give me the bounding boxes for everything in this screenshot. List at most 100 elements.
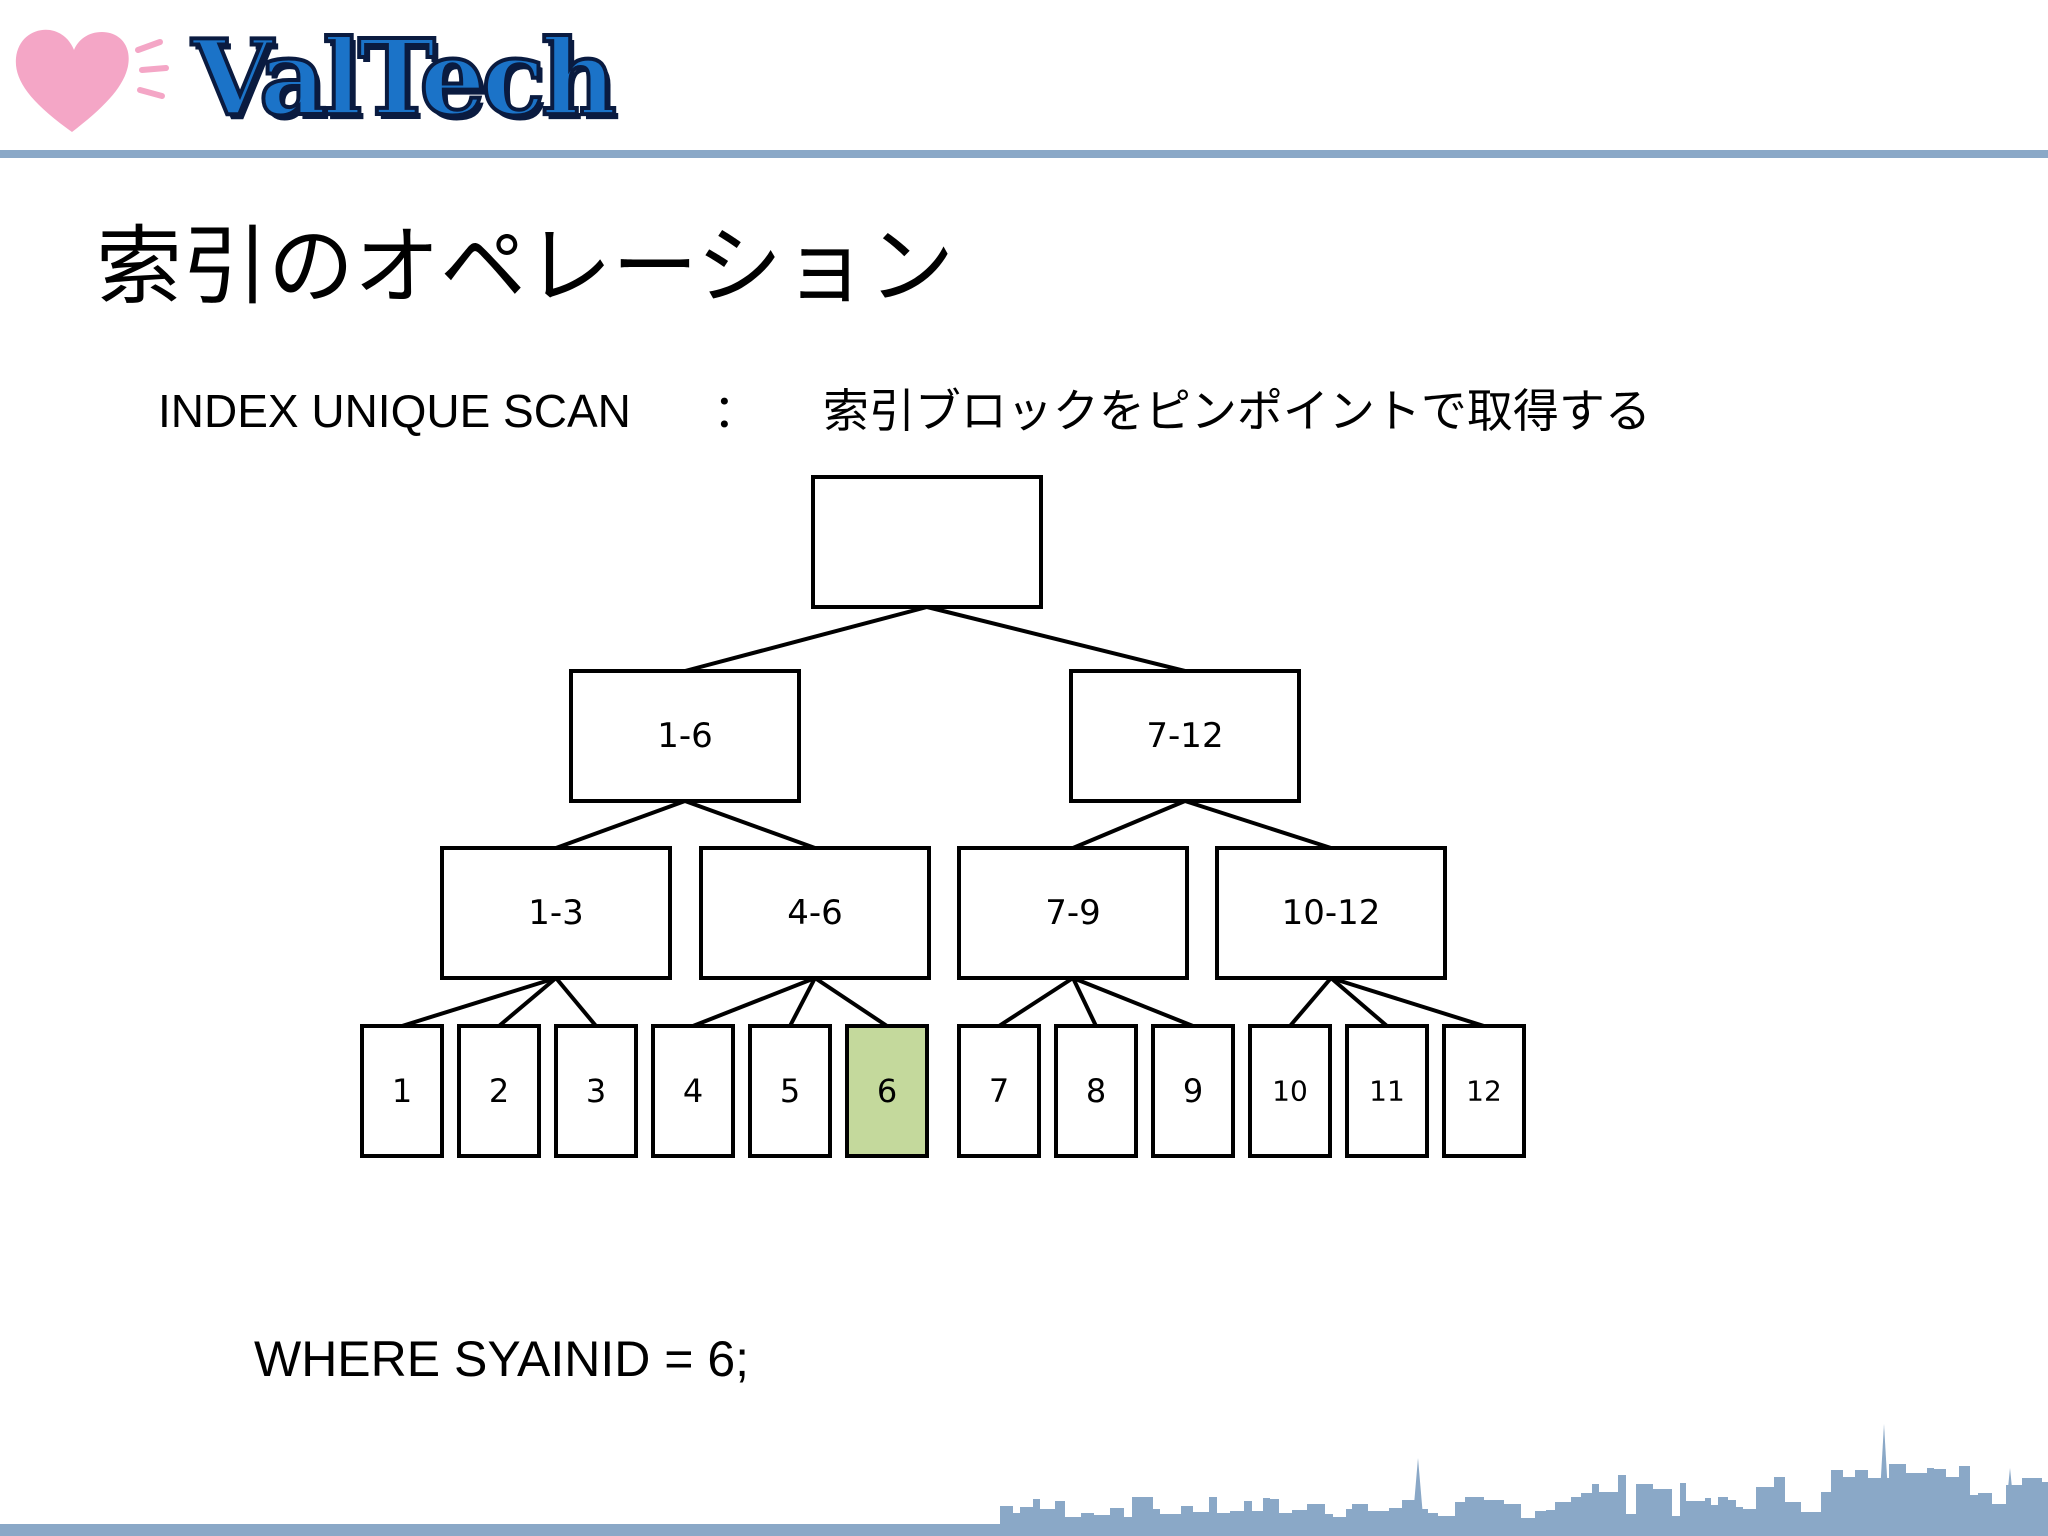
tree-leaf-node-label: 11 [1369,1075,1405,1108]
tree-inner-node: 7-9 [957,846,1189,980]
skyline-building [1970,1495,1978,1528]
skyline-building [1736,1507,1743,1528]
tree-leaf-node-box [1151,1024,1235,1158]
tree-edge [1330,976,1485,1028]
skyline-building [1504,1504,1521,1528]
skyline-building [1352,1504,1368,1528]
skyline-building [1132,1497,1153,1528]
skyline-building [1555,1502,1571,1528]
skyline-building [1728,1500,1736,1528]
tree-edge [1184,799,1332,850]
skyline-building [1325,1514,1333,1528]
tree-edges [401,605,1485,1028]
tree-leaf-node-label: 5 [780,1072,800,1110]
skyline-building [1821,1492,1831,1528]
skyline-building [1743,1509,1756,1528]
skyline-building [1244,1501,1252,1528]
skyline-building [1000,1506,1013,1528]
city-skyline-decoration [1000,1424,2048,1528]
tree-edge [1329,976,1389,1028]
skyline-building [1181,1506,1193,1528]
skyline-building [1252,1511,1263,1528]
tree-leaf-node: 1 [360,1024,444,1158]
tree-leaf-node-highlighted-box [845,1024,929,1158]
skyline-building [1686,1501,1705,1528]
heart-logo-icon [15,29,169,132]
tree-edge [813,976,889,1028]
tree-leaf-node-box [1442,1024,1526,1158]
tree-leaf-node: 5 [748,1024,832,1158]
sql-where-clause: WHERE SYAINID = 6; [254,1331,750,1387]
skyline-building [1843,1477,1855,1528]
tree-root-node-box [811,475,1043,609]
tree-leaf-node: 9 [1151,1024,1235,1158]
skyline-building [1906,1473,1927,1528]
tree-inner-node-box [1215,846,1447,980]
tree-leaf-node-label: 4 [683,1072,703,1110]
skyline-building [1546,1510,1555,1528]
skyline-building [1934,1469,1946,1528]
tree-edge [997,976,1075,1028]
tree-leaf-node-box [457,1024,541,1158]
tree-edge [684,605,928,673]
skyline-building [1535,1511,1546,1528]
skyline-building [1992,1504,2006,1528]
tree-edge [692,976,816,1028]
tree-leaf-node-box [957,1024,1041,1158]
slide-title: 索引のオペレーション [96,217,955,317]
tree-edge [555,799,686,850]
skyline-building [1889,1464,1906,1528]
tree-leaf-node: 10 [1248,1024,1332,1158]
tree-edge [1072,799,1186,850]
skyline-building [1055,1501,1065,1528]
tree-edge [926,605,1186,673]
skyline-building [1831,1470,1843,1528]
tree-leaf-node-label: 10 [1272,1075,1308,1108]
tree-branch-node: 7-12 [1069,669,1301,803]
tree-leaf-node-label: 12 [1466,1075,1502,1108]
tree-root-node [811,475,1043,609]
skyline-tower [2004,1468,2016,1528]
tree-edge [497,976,558,1028]
tree-inner-node: 10-12 [1215,846,1447,980]
skyline-building [1124,1517,1132,1528]
skyline-building [1521,1518,1535,1528]
tree-edge [1071,977,1098,1027]
tree-leaf-node-highlighted-label: 6 [877,1072,897,1110]
skyline-building [1599,1492,1618,1528]
skyline-building [1263,1498,1270,1528]
skyline-building [1110,1508,1124,1528]
tree-leaf-node: 3 [554,1024,638,1158]
skyline-tower [1878,1424,1890,1528]
skyline-building [1618,1475,1626,1528]
skyline-building [1065,1517,1081,1528]
skyline-building [1230,1511,1244,1528]
tree-branch-node-label: 7-12 [1146,716,1223,756]
skyline-building [1020,1507,1033,1528]
tree-leaf-node-label: 8 [1086,1072,1106,1110]
skyline-building [1033,1499,1040,1528]
tree-branch-node-label: 1-6 [657,716,713,756]
skyline-building [1680,1483,1686,1528]
tree-leaf-node: 2 [457,1024,541,1158]
tree-edge [401,976,557,1028]
skyline-building [1428,1513,1438,1528]
skyline-building [1455,1502,1465,1528]
skyline-building [1368,1511,1389,1528]
tree-edge [684,799,816,850]
tree-inner-node-box [957,846,1189,980]
skyline-building [1581,1493,1592,1528]
slide-subtitle: INDEX UNIQUE SCAN：索引ブロックをピンポイントで取得する [158,380,1718,442]
skyline-building [1402,1500,1415,1528]
tree-leaf-node-label: 9 [1183,1072,1203,1110]
tree-edge [554,976,598,1028]
skyline-building [1705,1498,1711,1528]
skyline-building [1785,1502,1801,1528]
tree-inner-node-label: 4-6 [787,893,843,933]
skyline-building [1153,1509,1160,1528]
skyline-building [1484,1500,1504,1528]
tree-leaf-node-box [1054,1024,1138,1158]
skyline-building [1292,1510,1307,1528]
subtitle-term: INDEX UNIQUE SCAN [158,385,631,437]
